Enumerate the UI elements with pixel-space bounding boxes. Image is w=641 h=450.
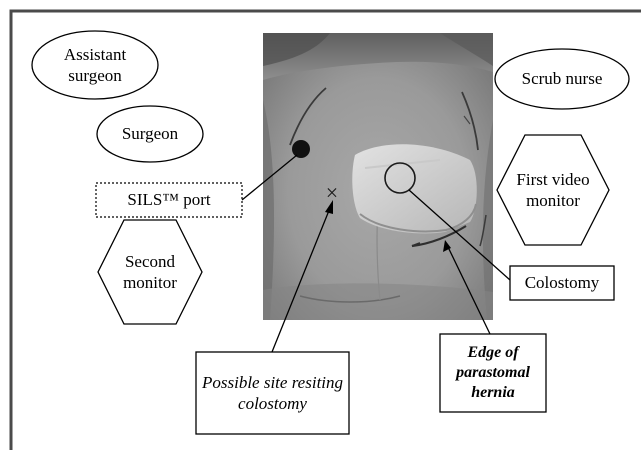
possible-site-box <box>196 352 349 434</box>
surgeon-ellipse <box>97 106 203 162</box>
scrub-nurse-ellipse <box>495 49 629 109</box>
patient-abdomen-photo <box>263 33 493 320</box>
edge-of-hernia-box <box>440 334 546 412</box>
sils-port-box <box>96 183 242 217</box>
colostomy-box <box>510 266 614 300</box>
assistant-surgeon-ellipse <box>32 31 158 99</box>
sils-port-marker <box>292 140 310 158</box>
